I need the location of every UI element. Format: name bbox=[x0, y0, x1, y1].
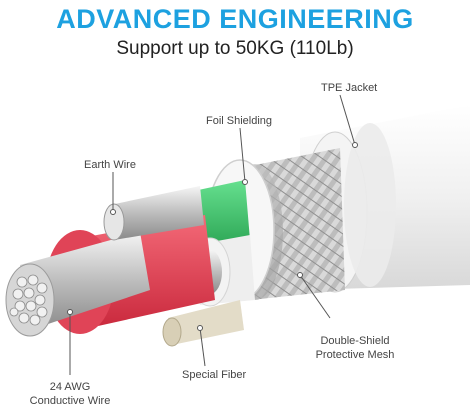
headline: ADVANCED ENGINEERING bbox=[56, 4, 414, 34]
label-double-shield-line2: Protective Mesh bbox=[315, 349, 395, 361]
label-special-fiber: Special Fiber bbox=[182, 369, 247, 381]
special-fiber bbox=[162, 300, 244, 347]
conductive-wire-strands bbox=[5, 232, 150, 337]
label-earth-wire: Earth Wire bbox=[84, 159, 136, 171]
earth-wire bbox=[103, 186, 204, 241]
label-awg-line2: Conductive Wire bbox=[29, 395, 111, 407]
label-tpe-jacket: TPE Jacket bbox=[321, 82, 378, 94]
label-foil-shielding: Foil Shielding bbox=[206, 115, 273, 127]
subheadline: Support up to 50KG (110Lb) bbox=[116, 38, 354, 59]
label-conductive-wire: 24 AWG Conductive Wire bbox=[20, 380, 120, 408]
label-double-shield-line1: Double-Shield bbox=[320, 335, 390, 347]
callout-leader-lines bbox=[67, 94, 358, 375]
label-awg-line1: 24 AWG bbox=[49, 381, 91, 393]
label-double-shield-mesh: Double-Shield Protective Mesh bbox=[300, 334, 410, 362]
